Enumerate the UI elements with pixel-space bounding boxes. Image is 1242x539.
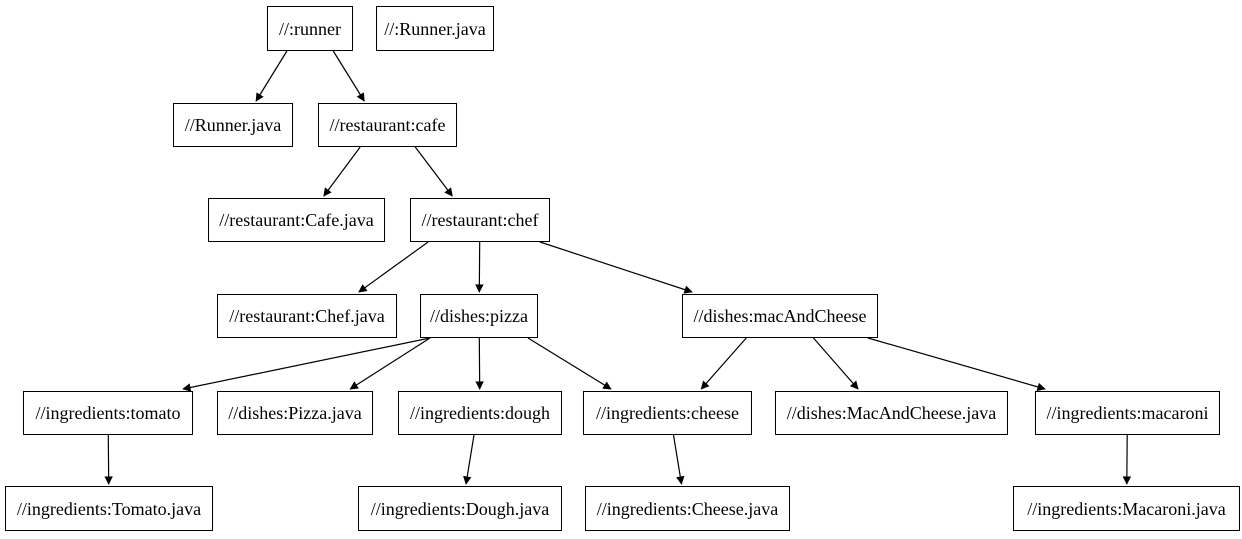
- node-chef: //restaurant:chef: [410, 198, 550, 242]
- edge-dough-to-dough-java: [463, 434, 475, 485]
- node-cheese-java: //ingredients:Cheese.java: [585, 486, 790, 531]
- edge-pizza-to-cheese: [527, 337, 612, 390]
- edge-cafe-to-cafe-java: [323, 146, 361, 197]
- node-pizza-java: //dishes:Pizza.java: [217, 391, 373, 435]
- edge-runner-to-cafe: [332, 50, 365, 102]
- edge-runner-to-runner-java-file: [255, 50, 288, 102]
- node-chef-java: //restaurant:Chef.java: [217, 294, 397, 338]
- node-pizza: //dishes:pizza: [420, 294, 538, 338]
- node-dough-java: //ingredients:Dough.java: [358, 486, 562, 531]
- node-cheese: //ingredients:cheese: [583, 391, 752, 435]
- edge-cafe-to-chef: [414, 146, 453, 197]
- edge-pizza-to-pizza-java: [349, 337, 431, 390]
- node-cafe: //restaurant:cafe: [318, 103, 457, 147]
- node-mac-and-cheese-java: //dishes:MacAndCheese.java: [775, 391, 1008, 435]
- node-runner-java-file: //Runner.java: [173, 103, 293, 147]
- node-tomato: //ingredients:tomato: [23, 391, 193, 435]
- node-tomato-java: //ingredients:Tomato.java: [5, 486, 213, 531]
- node-macaroni-java: //ingredients:Macaroni.java: [1013, 486, 1240, 531]
- edge-mac-and-cheese-to-macaroni: [867, 337, 1046, 391]
- node-dough: //ingredients:dough: [398, 391, 562, 435]
- node-mac-and-cheese: //dishes:macAndCheese: [682, 294, 878, 338]
- node-runner-java-target: //:Runner.java: [376, 6, 494, 51]
- node-runner: //:runner: [267, 6, 353, 51]
- node-cafe-java: //restaurant:Cafe.java: [208, 198, 385, 242]
- edge-pizza-to-tomato: [182, 337, 431, 392]
- edge-mac-and-cheese-to-mac-and-cheese-java: [812, 337, 859, 390]
- edge-chef-to-chef-java: [358, 241, 429, 293]
- edge-cheese-to-cheese-java: [672, 434, 685, 485]
- edge-mac-and-cheese-to-cheese: [700, 337, 747, 390]
- edge-chef-to-mac-and-cheese: [539, 241, 693, 294]
- node-macaroni: //ingredients:macaroni: [1035, 391, 1220, 435]
